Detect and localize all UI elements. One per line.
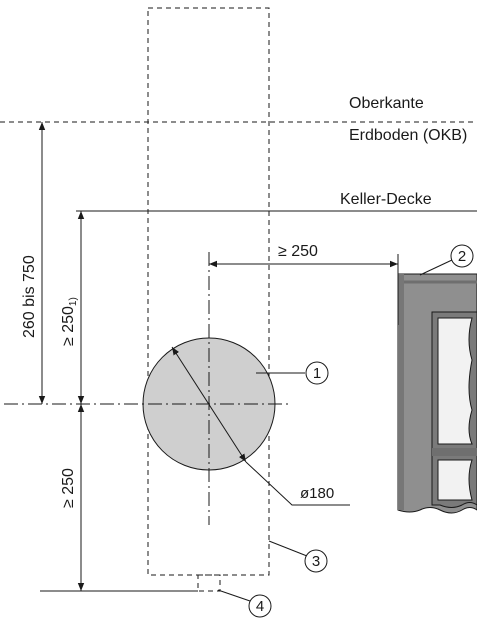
callout-2-number: 2 [458, 248, 466, 265]
callout-3-circle [304, 549, 328, 573]
callout-4-leader [217, 589, 251, 602]
total-depth-label: 260 bis 750 [21, 255, 38, 338]
diameter-label: ø180 [300, 485, 334, 502]
diameter-leader [245, 461, 350, 506]
callout-3-leader [268, 540, 308, 557]
diameter-arrow [171, 346, 247, 463]
shaft-outline [147, 7, 270, 576]
ceiling-label: Keller-Decke [340, 191, 432, 208]
callout-2-circle [450, 244, 474, 268]
horizontal-dimension-label: ≥ 250 [278, 243, 318, 260]
callout-1-number: 1 [313, 365, 321, 382]
wall [397, 273, 477, 514]
ground-label-line2: Erdboden (OKB) [349, 127, 467, 144]
callout-2-leader [419, 259, 453, 276]
callout-1-circle [305, 361, 329, 385]
upper-clearance-label: ≥ 2501) [60, 297, 79, 346]
callout-3-number: 3 [312, 553, 320, 570]
callout-4-circle [248, 594, 272, 618]
lower-clearance-label: ≥ 250 [60, 468, 77, 508]
upper-clearance-footnote: 1) [68, 297, 79, 306]
callout-4-number: 4 [256, 598, 264, 615]
ground-label-line1: Oberkante [349, 95, 424, 112]
drain-outline [197, 574, 221, 592]
upper-clearance-value: ≥ 250 [60, 306, 77, 346]
